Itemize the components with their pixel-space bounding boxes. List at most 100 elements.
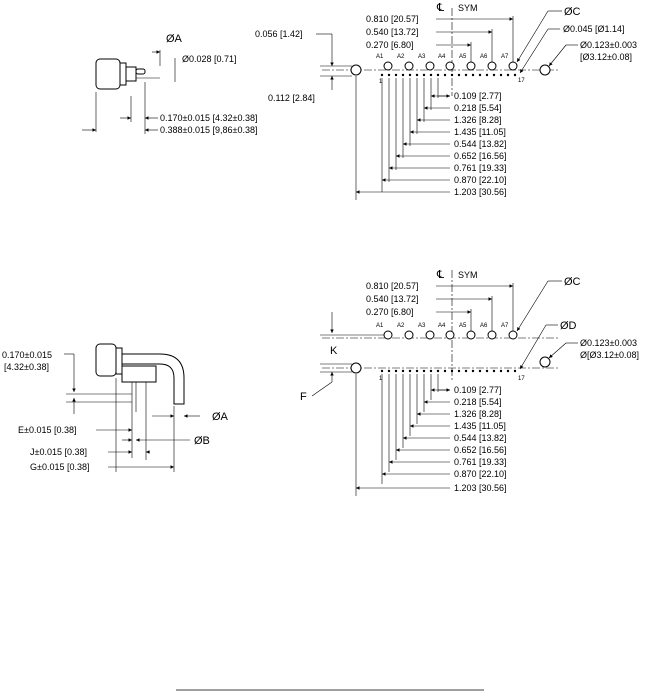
- top-side-body: [125, 66, 137, 82]
- bottom-pin-label-a7: A7: [501, 323, 509, 329]
- top-stack-8: 1.203 [30.56]: [454, 187, 507, 197]
- top-front-dia-045: Ø0.045 [Ø1.14]: [563, 24, 625, 34]
- bottom-front-pin-a1: [383, 330, 393, 340]
- top-front-dim-056: 0.056 [1.42]: [255, 29, 303, 39]
- top-side-dim-170: 0.170±0.015 [4.32±0.38]: [160, 113, 257, 123]
- bottom-side-dim-170-mm: [4.32±0.38]: [4, 362, 49, 372]
- top-front-view: A1 A2 A3 A4 A5 A6 A7 1 17 0.056 [1.42] 0…: [255, 2, 637, 200]
- top-stack-1: 0.218 [5.54]: [454, 103, 502, 113]
- bottom-front-view: A1 A2 A3 A4 A5 A6 A7 1 17 ℄ SYM 0.810 [2…: [300, 269, 639, 496]
- top-front-dim-540: 0.540 [13.72]: [366, 27, 419, 37]
- top-front-stack-lines: [355, 76, 450, 200]
- bottom-front-dim-270: 0.270 [6.80]: [366, 307, 414, 317]
- bottom-cl-symbol: ℄: [436, 269, 444, 281]
- bottom-pin-last: 17: [518, 376, 525, 382]
- top-stack-0: 0.109 [2.77]: [454, 91, 502, 101]
- bottom-side-dim-j: J±0.015 [0.38]: [30, 447, 87, 457]
- top-side-dia-a: ØA: [166, 33, 183, 45]
- top-front-dim-810: 0.810 [20.57]: [366, 14, 419, 24]
- bottom-stack-5: 0.652 [16.56]: [454, 445, 507, 455]
- top-side-pin-dia: Ø0.028 [0.71]: [182, 54, 237, 64]
- top-front-dim-270: 0.270 [6.80]: [366, 40, 414, 50]
- bottom-pin-label-a4: A4: [438, 323, 446, 329]
- bottom-side-view: 0.170±0.015 [4.32±0.38] ØA E±0.015 [0.38…: [2, 343, 229, 472]
- bottom-front-pin-a4: [445, 330, 455, 340]
- top-side-pin: [135, 68, 146, 75]
- bottom-front-k: K: [330, 345, 338, 357]
- top-stack-6: 0.761 [19.33]: [454, 163, 507, 173]
- bottom-side-bent-body: [121, 353, 185, 405]
- top-pin-last: 17: [518, 78, 525, 84]
- top-front-pin-a1: [383, 61, 393, 71]
- bottom-pin-label-a6: A6: [480, 323, 488, 329]
- bottom-side-shell: [95, 343, 117, 377]
- dim-f-leader: [311, 381, 333, 397]
- bottom-stack-0: 0.109 [2.77]: [454, 385, 502, 395]
- top-side-flange: [119, 62, 127, 86]
- bottom-pin-label-a5: A5: [459, 323, 467, 329]
- top-front-mount-2: [Ø3.12±0.08]: [580, 52, 632, 62]
- top-front-mount-left: [350, 64, 362, 76]
- bottom-side-dim-g: G±0.015 [0.38]: [30, 462, 89, 472]
- bottom-front-sym: SYM: [458, 270, 478, 280]
- bottom-pin-label-a1: A1: [376, 323, 384, 329]
- top-side-shell: [95, 58, 121, 90]
- bottom-stack-6: 0.761 [19.33]: [454, 457, 507, 467]
- top-front-pin-a5: [466, 61, 476, 71]
- top-front-dim-112: 0.112 [2.84]: [268, 93, 315, 103]
- bottom-pin-first: 1: [379, 376, 383, 382]
- top-front-sym: SYM: [458, 3, 478, 13]
- bottom-front-pin-a6: [487, 330, 497, 340]
- top-front-pin-a3: [425, 61, 435, 71]
- top-front-dia-c: ØC: [564, 6, 581, 18]
- top-front-dot-row: [380, 73, 517, 77]
- bottom-stack-7: 0.870 [22.10]: [454, 469, 507, 479]
- bottom-stack-2: 1.326 [8.28]: [454, 409, 502, 419]
- top-stack-7: 0.870 [22.10]: [454, 175, 507, 185]
- top-stack-2: 1.326 [8.28]: [454, 115, 502, 125]
- top-side-dim-388: 0.388±0.015 [9,86±0.38]: [160, 125, 257, 135]
- top-pin-label-a6: A6: [480, 54, 488, 60]
- top-pin-label-a4: A4: [438, 54, 446, 60]
- bottom-side-flange: [115, 347, 123, 375]
- top-pin-label-a1: A1: [376, 54, 384, 60]
- bottom-pin-label-a2: A2: [397, 323, 405, 329]
- bottom-front-dot-row: [380, 369, 517, 373]
- bottom-front-mount-left: [350, 362, 362, 374]
- top-cl-symbol: ℄: [436, 2, 444, 14]
- bottom-front-dia-d: ØD: [560, 320, 577, 332]
- bottom-stack-1: 0.218 [5.54]: [454, 397, 502, 407]
- bottom-front-dia-c: ØC: [564, 276, 581, 288]
- top-pin-label-a2: A2: [397, 54, 405, 60]
- bottom-dia-c-leader: [516, 280, 549, 332]
- top-front-pin-a7: [508, 61, 518, 71]
- dia-d-leader: [519, 324, 547, 370]
- bottom-stack-8: 1.203 [30.56]: [454, 483, 507, 493]
- bottom-stack-4: 0.544 [13.82]: [454, 433, 507, 443]
- bottom-front-mount-2: Ø[Ø3.12±0.08]: [580, 350, 639, 360]
- bottom-stack-3: 1.435 [11.05]: [454, 421, 506, 431]
- bottom-front-f: F: [300, 391, 307, 403]
- bottom-side-dia-a: ØA: [212, 411, 229, 423]
- top-stack-3: 1.435 [11.05]: [454, 127, 506, 137]
- dia-045-leader: [519, 28, 549, 74]
- bottom-front-pin-a7: [508, 330, 518, 340]
- top-pin-first: 1: [379, 79, 383, 85]
- top-front-pin-a4: [445, 61, 455, 71]
- bottom-side-bracket: [121, 365, 157, 383]
- bottom-front-dim-810: 0.810 [20.57]: [366, 281, 419, 291]
- top-front-pin-a6: [487, 61, 497, 71]
- top-front-mount-right: [539, 64, 551, 76]
- top-side-view: ØA Ø0.028 [0.71] 0.170±0.015 [4.32±0.38]…: [82, 33, 257, 135]
- top-pin-label-a7: A7: [501, 54, 509, 60]
- mount-leader: [548, 44, 567, 67]
- dia-c-leader: [516, 10, 549, 63]
- bottom-front-pin-a5: [466, 330, 476, 340]
- bottom-front-mount-right: [539, 356, 551, 368]
- bottom-side-dim-170: 0.170±0.015: [2, 350, 52, 360]
- bottom-pin-label-a3: A3: [418, 323, 426, 329]
- bottom-front-pin-a2: [404, 330, 414, 340]
- top-stack-4: 0.544 [13.82]: [454, 139, 507, 149]
- top-pin-label-a5: A5: [459, 54, 467, 60]
